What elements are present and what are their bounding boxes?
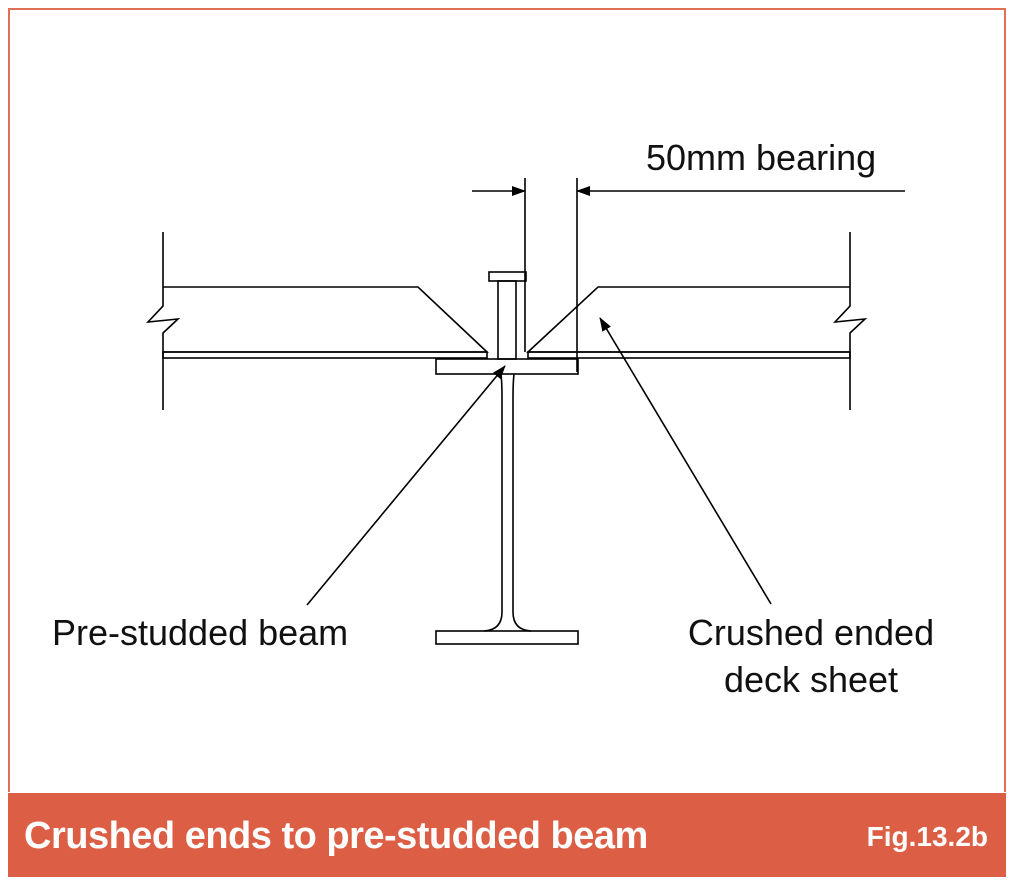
left-break-line: [145, 232, 181, 410]
figure-number: Fig.13.2b: [866, 821, 988, 852]
left-deck-sheet: [162, 351, 488, 359]
figure-frame: [8, 8, 1006, 792]
stud-shank: [497, 280, 517, 360]
beam-web: [512, 373, 532, 632]
top-flange: [435, 358, 579, 375]
stud-head: [488, 271, 527, 282]
bearing-label: 50mm bearing: [646, 137, 876, 178]
beam-label: Pre-studded beam: [52, 612, 348, 653]
deck-label-line1: Crushed ended: [688, 612, 934, 653]
caption-title: Crushed ends to pre-studded beam: [24, 815, 648, 857]
deck-leader: [599, 317, 772, 605]
bottom-flange: [435, 630, 579, 645]
deck-label-line2: deck sheet: [724, 659, 898, 700]
caption-bar: Crushed ends to pre-studded beam Fig.13.…: [8, 793, 1006, 877]
left-slab: [163, 286, 490, 353]
beam-leader: [306, 365, 506, 606]
right-break-line: [832, 232, 868, 410]
right-deck-sheet: [527, 351, 851, 359]
beam-web: [483, 373, 503, 632]
